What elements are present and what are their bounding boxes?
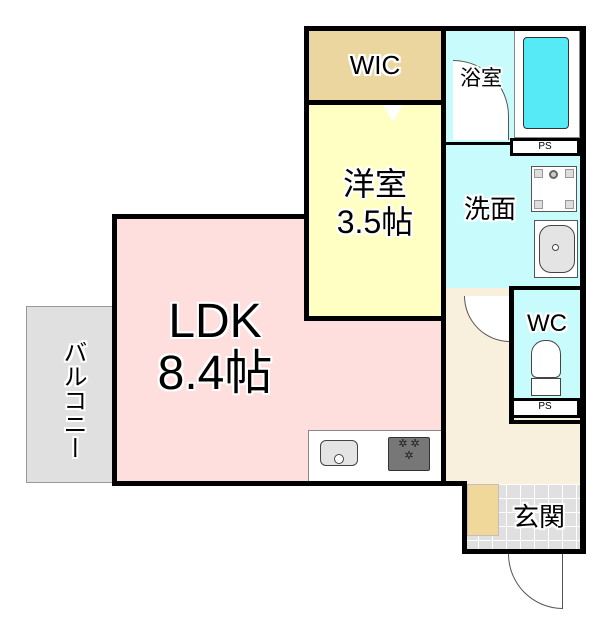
wall [112, 481, 466, 486]
balcony-label: バルコニー [59, 340, 86, 460]
western-room [306, 102, 444, 318]
wall [580, 26, 586, 554]
bath-label: 浴室 [460, 67, 502, 90]
toilet-tank [531, 378, 561, 396]
balcony [26, 306, 114, 483]
washroom-label: 洗面 [463, 194, 516, 224]
entrance-label: 玄関 [512, 502, 565, 532]
western-room-size: 3.5帖 [336, 204, 414, 240]
wall [112, 214, 306, 219]
ldk-label: LDK [168, 295, 262, 348]
wall [112, 214, 117, 486]
ps-box-lower: PS [510, 398, 580, 418]
wall [509, 420, 582, 424]
front-door-swing [508, 552, 563, 609]
wic-door-marker [383, 104, 403, 122]
wash-basin-icon [534, 220, 578, 278]
washing-machine-icon [531, 166, 577, 212]
wall [304, 316, 444, 321]
wall [441, 26, 446, 484]
wall [304, 26, 309, 321]
wic-label: WIC [349, 50, 401, 80]
stove-icon: ✲ ✲✲ [388, 437, 430, 471]
bathtub-basin [523, 37, 569, 129]
wall [444, 142, 512, 145]
wall [462, 549, 586, 554]
wall [509, 286, 582, 290]
wic-room [306, 28, 444, 102]
western-room-label: 洋室 [342, 166, 407, 202]
shoe-cabinet [467, 484, 499, 536]
wall [509, 288, 514, 423]
ps-box-upper: PS [510, 138, 580, 156]
wall [462, 481, 467, 554]
ldk-size: 8.4帖 [157, 347, 273, 400]
sink-icon [320, 440, 358, 466]
wall [304, 100, 444, 105]
wc-label: WC [527, 310, 567, 337]
toilet-icon [531, 340, 561, 378]
